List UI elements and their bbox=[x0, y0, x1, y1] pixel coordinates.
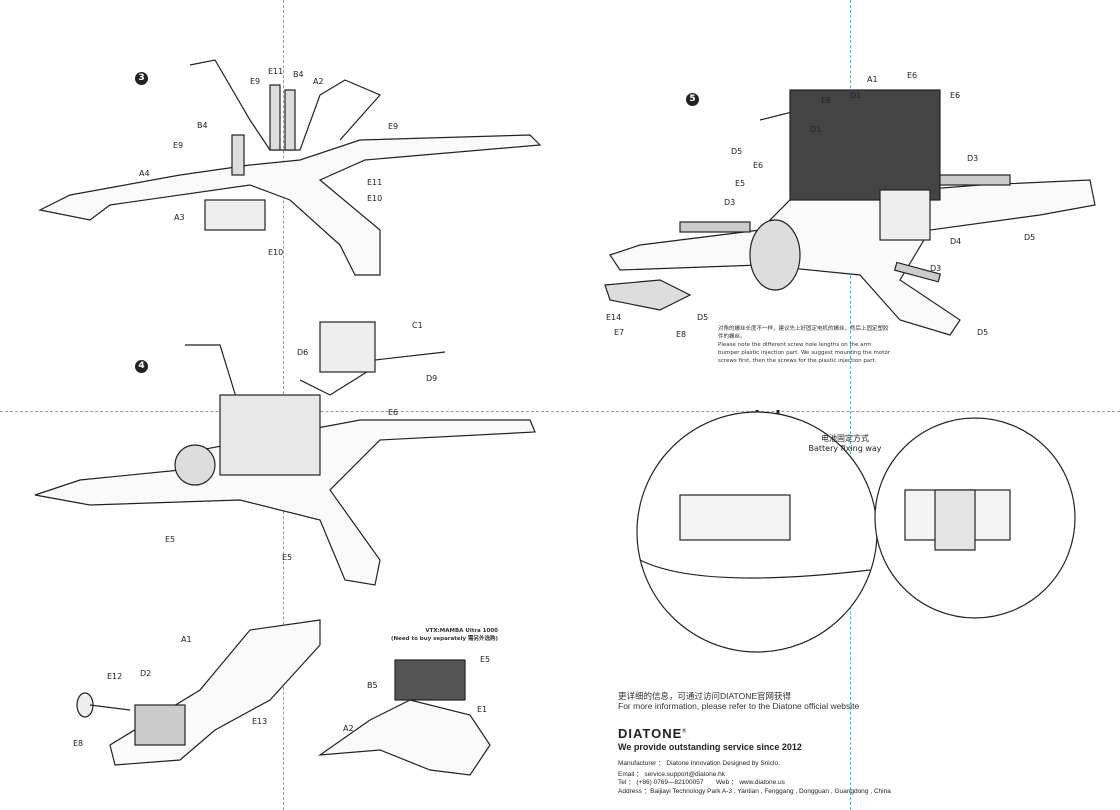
vtx-name: VTX:MAMBA Ultra 1000 bbox=[425, 628, 498, 634]
part-label: E9 bbox=[250, 77, 261, 86]
part-label: E6 bbox=[388, 408, 399, 417]
fold-guide bbox=[850, 0, 851, 810]
part-label: E5 bbox=[165, 535, 176, 544]
brand-logo: DIATONE® bbox=[618, 726, 687, 741]
part-label: E6 bbox=[821, 96, 832, 105]
battery-caption-en: Battery fixing way bbox=[808, 444, 882, 453]
telephone: Tel ： (+86) 0769—82100057 bbox=[618, 779, 704, 786]
slogan: We provide outstanding service since 201… bbox=[618, 742, 802, 752]
part-label: E12 bbox=[107, 672, 123, 681]
part-label: E5 bbox=[480, 655, 491, 664]
part-label: E6 bbox=[907, 71, 918, 80]
part-label: A1 bbox=[867, 75, 878, 84]
part-label: C1 bbox=[412, 321, 423, 330]
more-info-en: For more information, please refer to th… bbox=[618, 701, 860, 711]
part-label: E14 bbox=[606, 313, 622, 322]
vtx-purchase-note: (Need to buy separately 需另外选购) bbox=[391, 636, 498, 642]
part-label: D3 bbox=[930, 264, 942, 273]
part-label: E6 bbox=[753, 161, 764, 170]
part-label: E10 bbox=[367, 194, 383, 203]
battery-caption: 电池固定方式 Battery fixing way bbox=[785, 433, 905, 453]
vtx-drawing bbox=[317, 659, 491, 776]
part-label: A4 bbox=[139, 169, 150, 178]
manufacturer: Manufacturer ： Diatone Innovation Design… bbox=[618, 760, 780, 767]
canopy-drawing bbox=[76, 619, 321, 766]
screw-note: 对角的螺丝长度不一样，建议先上好固定电机的螺丝，然后上固定塑胶件的螺丝。 Ple… bbox=[718, 325, 893, 365]
website: Web ： www.diatone.us bbox=[716, 779, 785, 786]
part-label: E1 bbox=[477, 705, 488, 714]
address: Address ：Baijiayi Technology Park A-3 , … bbox=[618, 788, 891, 795]
step-number: 4 bbox=[135, 360, 148, 373]
fold-guide bbox=[0, 411, 1120, 412]
part-label: D9 bbox=[426, 374, 438, 383]
part-label: B4 bbox=[293, 70, 304, 79]
part-label: A2 bbox=[343, 724, 354, 733]
part-label: E5 bbox=[735, 179, 746, 188]
part-label: A1 bbox=[181, 635, 192, 644]
note-cn: 对角的螺丝长度不一样，建议先上好固定电机的螺丝，然后上固定塑胶件的螺丝。 bbox=[718, 326, 889, 340]
part-label: D5 bbox=[977, 328, 989, 337]
part-label: E13 bbox=[252, 717, 268, 726]
more-info-cn: 更详细的信息，可通过访问DIATONE官网获得 bbox=[618, 691, 791, 701]
part-label: D3 bbox=[967, 154, 979, 163]
part-label: E8 bbox=[73, 739, 84, 748]
part-label: B4 bbox=[197, 121, 208, 130]
part-label: D1 bbox=[850, 91, 862, 100]
part-label: D4 bbox=[950, 237, 962, 246]
part-label: E9 bbox=[388, 122, 399, 131]
part-label: E10 bbox=[268, 248, 284, 257]
step4-frame-drawing bbox=[34, 321, 536, 586]
note-en: Please note the different screw hole len… bbox=[718, 342, 891, 364]
part-label: E11 bbox=[268, 67, 284, 76]
part-label: D6 bbox=[297, 348, 309, 357]
part-label: D3 bbox=[724, 198, 736, 207]
part-label: E6 bbox=[950, 91, 961, 100]
part-label: A3 bbox=[174, 213, 185, 222]
step-number: 5 bbox=[686, 93, 699, 106]
part-label: D1 bbox=[810, 125, 822, 134]
email: Email ： service.support@diatone.hk bbox=[618, 771, 726, 778]
step-number: 3 bbox=[135, 72, 148, 85]
battery-detail-drawing bbox=[636, 410, 1076, 653]
part-label: E9 bbox=[173, 141, 184, 150]
part-label: E11 bbox=[367, 178, 383, 187]
battery-caption-cn: 电池固定方式 bbox=[821, 434, 869, 443]
part-label: E8 bbox=[676, 330, 687, 339]
part-label: E5 bbox=[282, 553, 293, 562]
vtx-note: VTX:MAMBA Ultra 1000 (Need to buy separa… bbox=[388, 627, 498, 643]
part-label: D5 bbox=[731, 147, 743, 156]
part-label: B5 bbox=[367, 681, 378, 690]
step5-frame-drawing bbox=[604, 89, 1096, 336]
part-label: D5 bbox=[1024, 233, 1036, 242]
part-label: E7 bbox=[614, 328, 625, 337]
part-label: D5 bbox=[697, 313, 709, 322]
step3-frame-drawing bbox=[38, 59, 542, 276]
part-label: D2 bbox=[140, 669, 152, 678]
part-label: A2 bbox=[313, 77, 324, 86]
